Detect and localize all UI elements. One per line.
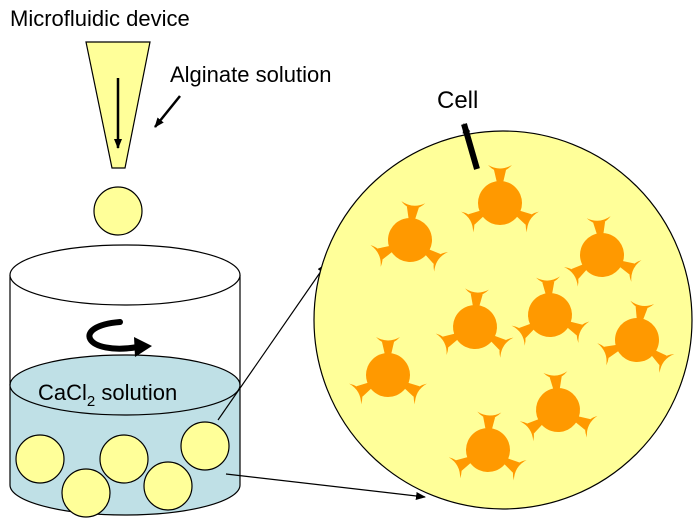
- device-label: Microfluidic device: [10, 6, 190, 31]
- rotation-arrow-icon: [86, 319, 141, 352]
- beaker-rim: [9, 244, 241, 306]
- alginate-bead: [61, 468, 111, 518]
- zoom-line-bottom: [225, 473, 426, 500]
- rotation-arrowhead-icon: [134, 337, 152, 357]
- alginate-pointer-arrow: [154, 95, 181, 128]
- alginate-bead: [143, 461, 193, 511]
- cell-pointer-arrow: [461, 123, 480, 170]
- cell-label: Cell: [437, 87, 478, 114]
- alginate-bead: [99, 434, 149, 484]
- falling-droplet: [93, 186, 143, 236]
- cacl2-label-prefix: CaCl: [38, 380, 87, 405]
- alginate-label: Alginate solution: [170, 62, 331, 87]
- zoom-line-top: [217, 263, 327, 421]
- cacl2-label-suffix: solution: [95, 380, 177, 405]
- cacl2-label: CaCl2 solution: [38, 380, 177, 410]
- cacl2-label-subscript: 2: [87, 393, 95, 410]
- alginate-bead: [180, 421, 230, 471]
- alginate-bead: [15, 434, 65, 484]
